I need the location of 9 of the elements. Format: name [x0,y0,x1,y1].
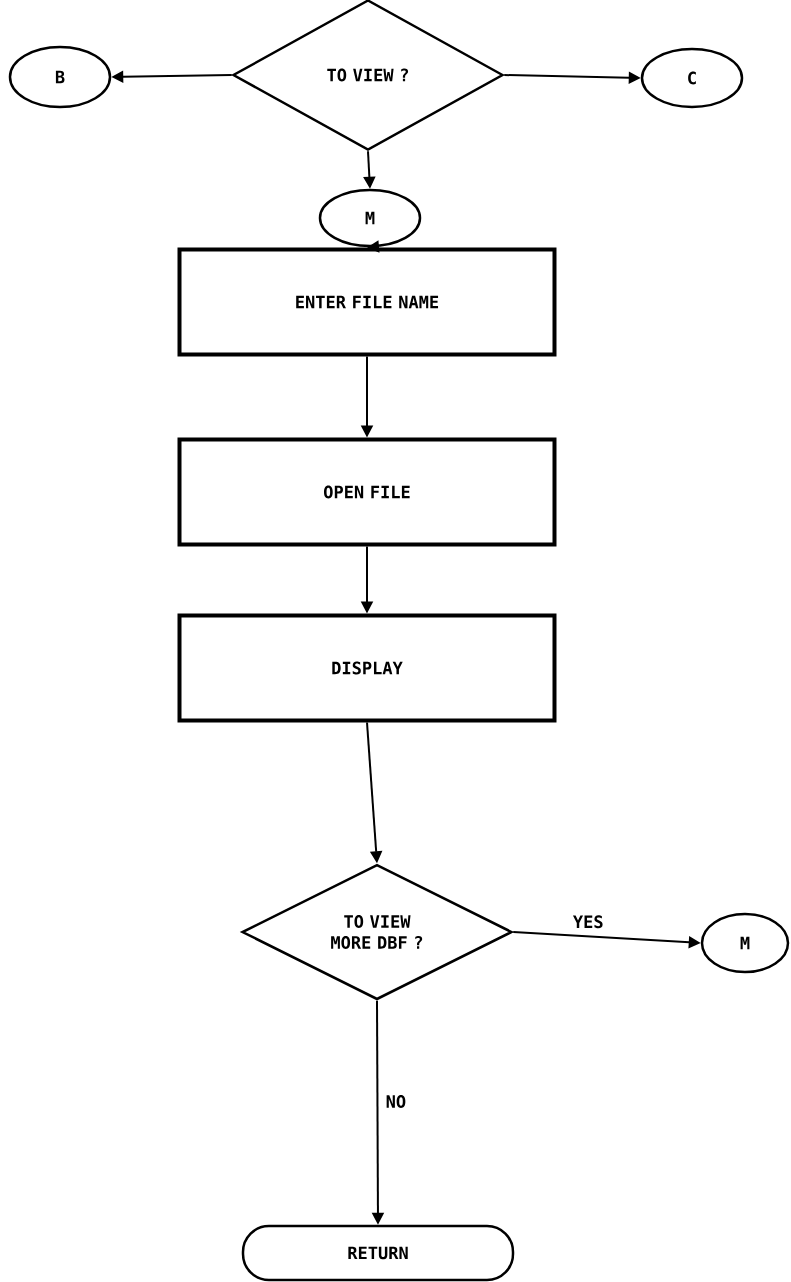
process-box: OPEN FILE [177,437,557,547]
edge-label: NO [383,1093,409,1110]
process-box: DISPLAY [177,613,557,723]
connector-oval: B [8,45,112,109]
connector-oval: C [640,47,744,109]
connector-oval: M [318,188,422,248]
connector-oval: M [700,912,790,974]
process-box: ENTER FILE NAME [177,247,557,357]
edge-label: YES [570,913,606,931]
